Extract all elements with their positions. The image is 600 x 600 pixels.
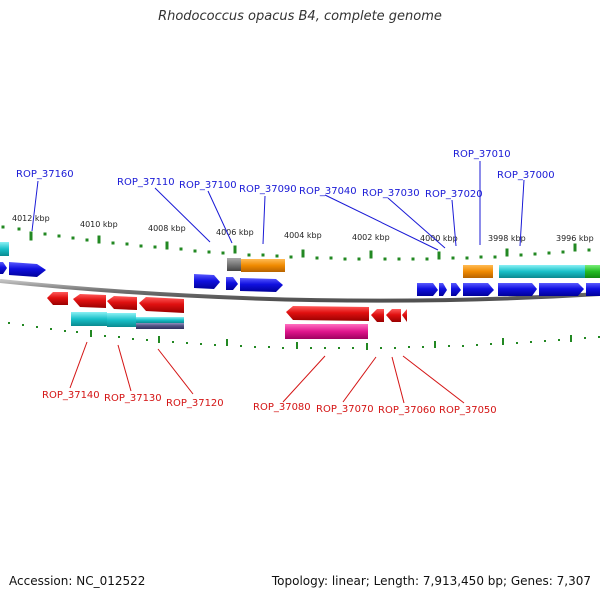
scale-label: 4008 kbp bbox=[148, 224, 186, 233]
genome-summary: Topology: linear; Length: 7,913,450 bp; … bbox=[271, 574, 591, 588]
gene-feature[interactable] bbox=[136, 323, 184, 329]
gene-feature[interactable] bbox=[136, 317, 184, 323]
scale-label: 3998 kbp bbox=[488, 234, 526, 243]
gene-feature[interactable] bbox=[386, 309, 401, 322]
gene-feature[interactable] bbox=[539, 283, 584, 296]
gene-label[interactable]: ROP_37010 bbox=[453, 149, 511, 160]
genome-title: Rhodococcus opacus B4, complete genome bbox=[158, 9, 442, 24]
gene-feature[interactable] bbox=[285, 324, 368, 339]
gene-label[interactable]: ROP_37020 bbox=[425, 189, 483, 200]
gene-feature[interactable] bbox=[439, 283, 447, 296]
gene-feature[interactable] bbox=[107, 296, 137, 310]
gene-feature[interactable] bbox=[194, 274, 220, 289]
bottom-scale-ticks bbox=[8, 322, 600, 350]
gene-label[interactable]: ROP_37000 bbox=[497, 170, 555, 181]
gene-label[interactable]: ROP_37130 bbox=[104, 393, 162, 404]
forward-strand-genes[interactable] bbox=[0, 242, 600, 296]
gene-feature[interactable] bbox=[0, 242, 9, 256]
scale-label: 4000 kbp bbox=[420, 234, 458, 243]
gene-feature[interactable] bbox=[463, 265, 493, 278]
top-leader-lines bbox=[31, 161, 525, 251]
scale-label: 4004 kbp bbox=[284, 231, 322, 240]
gene-feature[interactable] bbox=[499, 265, 585, 278]
gene-feature[interactable] bbox=[241, 259, 285, 272]
gene-label[interactable]: ROP_37060 bbox=[378, 405, 436, 416]
gene-feature[interactable] bbox=[402, 309, 407, 322]
gene-feature[interactable] bbox=[286, 306, 369, 321]
gene-feature[interactable] bbox=[498, 283, 537, 296]
genome-axis bbox=[0, 279, 600, 303]
gene-feature[interactable] bbox=[139, 297, 184, 313]
gene-label[interactable]: ROP_37050 bbox=[439, 405, 497, 416]
scale-label: 4012 kbp bbox=[12, 214, 50, 223]
gene-feature[interactable] bbox=[586, 283, 600, 296]
gene-feature[interactable] bbox=[417, 283, 438, 296]
gene-feature[interactable] bbox=[73, 294, 106, 308]
gene-feature[interactable] bbox=[71, 312, 107, 326]
gene-feature[interactable] bbox=[47, 292, 68, 305]
scale-label: 4006 kbp bbox=[216, 228, 254, 237]
gene-feature[interactable] bbox=[463, 283, 494, 296]
accession-text: Accession: NC_012522 bbox=[9, 574, 146, 588]
gene-feature[interactable] bbox=[451, 283, 461, 296]
bottom-leader-lines bbox=[69, 341, 465, 404]
top-gene-labels: ROP_37160 ROP_37110 ROP_37100 ROP_37090 … bbox=[16, 149, 555, 200]
gene-label[interactable]: ROP_37160 bbox=[16, 169, 74, 180]
scale-label: 4010 kbp bbox=[80, 220, 118, 229]
reverse-strand-genes[interactable] bbox=[47, 292, 407, 339]
gene-feature[interactable] bbox=[0, 262, 7, 274]
gene-label[interactable]: ROP_37070 bbox=[316, 404, 374, 415]
bottom-gene-labels: ROP_37140 ROP_37130 ROP_37120 ROP_37080 … bbox=[42, 390, 497, 416]
gene-label[interactable]: ROP_37110 bbox=[117, 177, 175, 188]
gene-feature[interactable] bbox=[226, 277, 238, 290]
gene-feature[interactable] bbox=[9, 262, 46, 277]
gene-label[interactable]: ROP_37040 bbox=[299, 186, 357, 197]
gene-feature[interactable] bbox=[240, 278, 283, 292]
gene-label[interactable]: ROP_37030 bbox=[362, 188, 420, 199]
scale-label: 3996 kbp bbox=[556, 234, 594, 243]
scale-label: 4002 kbp bbox=[352, 233, 390, 242]
gene-feature[interactable] bbox=[227, 258, 241, 271]
top-scale-ticks bbox=[1, 225, 591, 261]
gene-feature[interactable] bbox=[107, 313, 136, 327]
gene-label[interactable]: ROP_37090 bbox=[239, 184, 297, 195]
gene-label[interactable]: ROP_37120 bbox=[166, 398, 224, 409]
gene-feature[interactable] bbox=[585, 265, 600, 278]
gene-feature[interactable] bbox=[371, 309, 384, 322]
gene-label[interactable]: ROP_37080 bbox=[253, 402, 311, 413]
scale-labels: 4012 kbp 4010 kbp 4008 kbp 4006 kbp 4004… bbox=[12, 214, 594, 243]
gene-label[interactable]: ROP_37140 bbox=[42, 390, 100, 401]
gene-label[interactable]: ROP_37100 bbox=[179, 180, 237, 191]
